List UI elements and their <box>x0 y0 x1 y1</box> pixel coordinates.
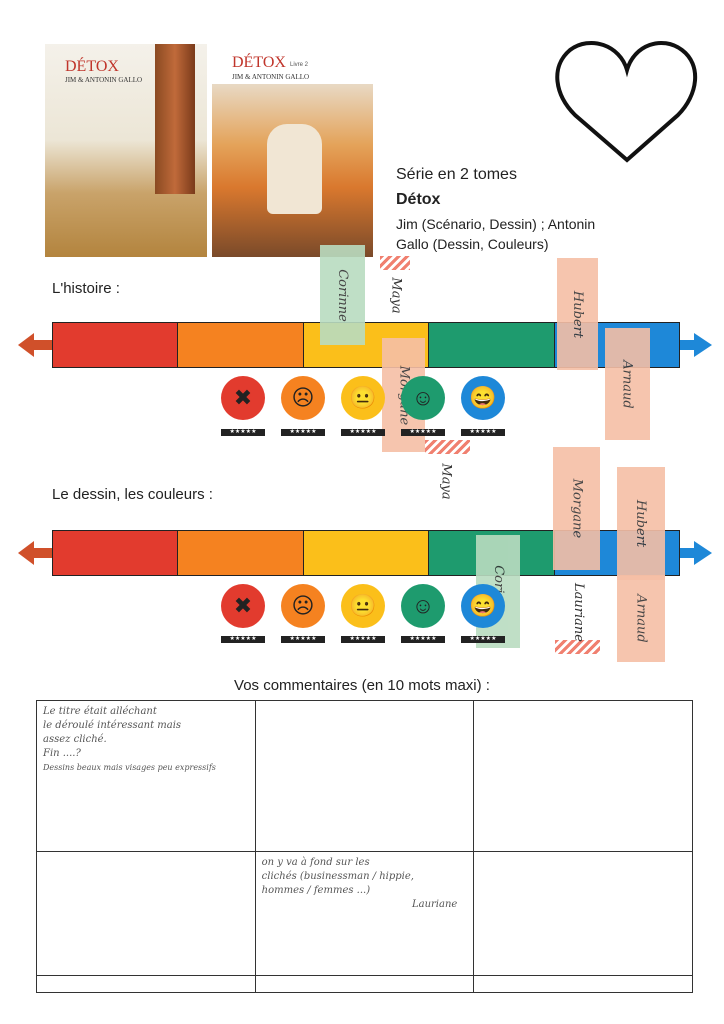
cover-authors: JIM & ANTONIN GALLO <box>65 76 143 84</box>
cover-title: DÉTOX <box>232 54 286 71</box>
comment-line: Dessins beaux mais visages peu expressif… <box>43 763 216 772</box>
vote-note: Hubert <box>617 467 665 580</box>
comment-line: Fin ....? <box>43 748 81 759</box>
stars-4: ★★★★★ <box>401 429 445 436</box>
rating-segment-4[interactable] <box>429 323 555 367</box>
series-count: Série en 2 tomes <box>396 166 517 183</box>
voter-name: Maya <box>438 462 454 500</box>
arrow-left-icon <box>18 333 34 357</box>
meditating-figure <box>267 124 322 214</box>
face-bad-icon: ☹ <box>281 584 325 628</box>
arrow-left-icon <box>34 548 52 558</box>
rating-segment-2[interactable] <box>178 323 304 367</box>
section-art-label: Le dessin, les couleurs : <box>52 486 213 503</box>
voter-name: Hubert <box>633 499 649 548</box>
comment-signature: Lauriane <box>411 898 458 910</box>
face-good-icon: ☺ <box>401 584 445 628</box>
face-very-bad-icon: ✖ <box>221 376 265 420</box>
rating-segment-2[interactable] <box>178 531 304 575</box>
section-story-label: L'histoire : <box>52 280 120 297</box>
cover-tome-2 <box>212 84 373 257</box>
comment-cell[interactable] <box>473 850 693 976</box>
face-bad-icon: ☹ <box>281 376 325 420</box>
cover-authors: JIM & ANTONIN GALLO <box>232 73 310 81</box>
voter-name: Morgane <box>569 478 584 539</box>
wave-mark <box>380 256 410 270</box>
voter-name: Arnaud <box>633 594 649 643</box>
voter-name: Maya <box>388 276 404 314</box>
wave-mark <box>555 640 600 654</box>
comment-cell[interactable]: on y va à fond sur les clichés (business… <box>254 850 475 976</box>
stars-3: ★★★★★ <box>341 636 385 643</box>
voter-name: Lauriane <box>570 583 586 642</box>
vote-note: Corinne <box>320 245 365 345</box>
credits: Gallo (Dessin, Couleurs) <box>396 236 549 252</box>
stars-1: ★★★★★ <box>221 636 265 643</box>
arrow-left-icon <box>34 340 52 350</box>
comment-line: le déroulé intéressant mais <box>43 720 182 731</box>
comment-cell[interactable] <box>36 974 256 994</box>
voter-name: Corinne <box>335 268 350 322</box>
comment-line: assez cliché. <box>43 734 107 745</box>
rating-segment-3[interactable] <box>303 531 430 575</box>
stars-5: ★★★★★ <box>461 429 505 436</box>
voter-name: Hubert <box>570 290 586 338</box>
comments-title: Vos commentaires (en 10 mots maxi) : <box>234 677 490 694</box>
stars-4: ★★★★★ <box>401 636 445 643</box>
comment-line: on y va à fond sur les <box>261 856 370 868</box>
comment-cell[interactable] <box>473 700 693 852</box>
stars-3: ★★★★★ <box>341 429 385 436</box>
vote-note: Morgane <box>553 447 600 570</box>
comment-cell[interactable] <box>36 850 256 976</box>
book-title: Détox <box>396 191 441 208</box>
vote-note: Arnaud <box>617 575 665 662</box>
face-very-good-icon: 😄 <box>461 584 505 628</box>
comment-cell[interactable] <box>473 974 693 994</box>
vote-note: Maya <box>380 270 412 320</box>
arrow-right-icon <box>694 541 712 565</box>
arrow-right-icon <box>680 340 696 350</box>
face-very-good-icon: 😄 <box>461 376 505 420</box>
vote-note: Maya <box>428 456 464 506</box>
face-neutral-icon: 😐 <box>341 376 385 420</box>
comment-cell[interactable]: Le titre était alléchant le déroulé inté… <box>36 700 256 852</box>
tree-trunk <box>155 44 195 194</box>
comments-table: Le titre était alléchant le déroulé inté… <box>36 700 693 994</box>
arrow-right-icon <box>680 548 696 558</box>
cover-tome-1: DÉTOX JIM & ANTONIN GALLO <box>45 44 207 257</box>
stars-5: ★★★★★ <box>461 636 505 643</box>
stars-1: ★★★★★ <box>221 429 265 436</box>
stars-2: ★★★★★ <box>281 636 325 643</box>
cover-volume: Livre 2 <box>290 62 309 68</box>
face-very-bad-icon: ✖ <box>221 584 265 628</box>
vote-note: Arnaud <box>605 328 650 440</box>
credits: Jim (Scénario, Dessin) ; Antonin <box>396 216 596 232</box>
face-neutral-icon: 😐 <box>341 584 385 628</box>
comment-cell[interactable] <box>254 700 475 852</box>
comment-line: Le titre était alléchant <box>43 706 157 717</box>
arrow-left-icon <box>18 541 34 565</box>
vote-note: Hubert <box>557 258 598 370</box>
comment-cell[interactable] <box>254 974 475 994</box>
face-good-icon: ☺ <box>401 376 445 420</box>
cover-title: DÉTOX <box>65 58 119 75</box>
comment-line: hommes / femmes ...) <box>261 884 371 896</box>
arrow-right-icon <box>694 333 712 357</box>
voter-name: Arnaud <box>620 359 636 409</box>
rating-segment-1[interactable] <box>53 323 179 367</box>
rating-segment-1[interactable] <box>53 531 179 575</box>
stars-2: ★★★★★ <box>281 429 325 436</box>
heart-icon <box>555 40 697 163</box>
comment-line: clichés (businessman / hippie, <box>261 870 414 882</box>
vote-note: Lauriane <box>558 583 598 642</box>
wave-mark <box>425 440 470 454</box>
